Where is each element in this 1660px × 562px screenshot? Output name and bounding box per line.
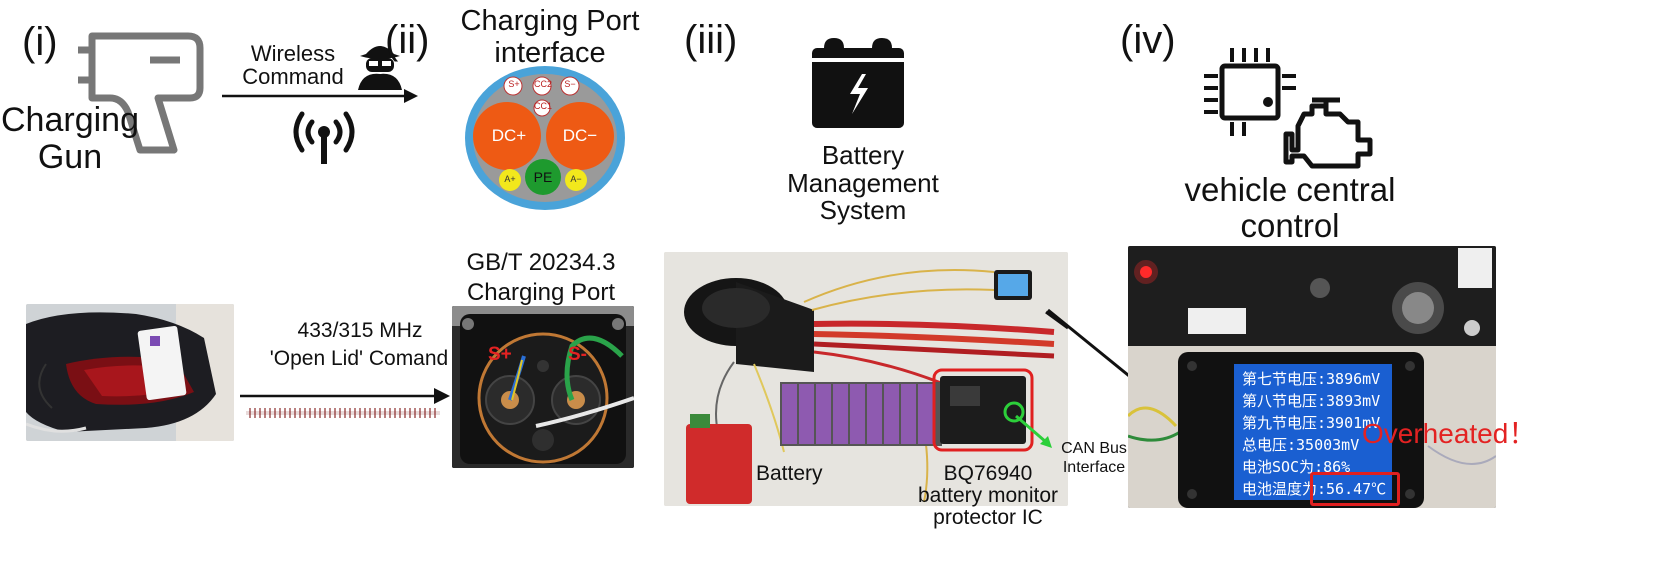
- overheated-label: Overheated！: [1362, 418, 1537, 449]
- open-lid-arrow: [240, 388, 450, 404]
- bms-caption: Battery Management System: [787, 140, 939, 226]
- a-minus-pin: [565, 169, 587, 191]
- lcd-line-1: 第七节电压:3896mV: [1242, 370, 1381, 388]
- can-bus-label-2: Interface: [1062, 459, 1126, 476]
- a-plus-pin: [499, 169, 521, 191]
- hacker-icon: [358, 46, 402, 90]
- charging-gun-caption: Charging Gun: [1, 101, 139, 176]
- signal-frequency: 433/315 MHz: [297, 319, 423, 342]
- battery-icon: [812, 38, 904, 128]
- bq-label-3: protector IC: [933, 506, 1043, 529]
- pin-cc1: CC1: [533, 101, 552, 111]
- charging-gun-photo: [26, 304, 234, 441]
- pin-a-minus: A−: [570, 174, 582, 184]
- panel-label-ii: (ii): [385, 18, 430, 62]
- pin-dc-plus: DC+: [491, 126, 527, 145]
- dc-plus-pin: [473, 102, 541, 170]
- rf-waveform: [246, 408, 440, 418]
- lcd-line-4: 总电压:35003mV: [1242, 436, 1360, 454]
- wireless-command-label: Wireless Command: [242, 41, 344, 90]
- chip-engine-icon: [1204, 48, 1373, 169]
- lcd-line-6: 电池温度为:56.47℃: [1242, 480, 1387, 498]
- vehicle-central-control-caption: vehicle central control: [1184, 171, 1396, 244]
- pin-cc2: CC2: [533, 79, 552, 89]
- open-lid-command: 'Open Lid' Comand: [269, 347, 449, 370]
- panel-label-iii: (iii): [684, 18, 738, 62]
- lcd-line-5: 电池SOC为:86%: [1242, 458, 1351, 476]
- charging-gun-icon: [78, 32, 204, 154]
- battery-label: Battery: [756, 462, 823, 485]
- panel-label-iv: (iv): [1120, 18, 1176, 62]
- port-photo-s-minus: S-: [568, 344, 587, 365]
- pin-a-plus: A+: [504, 174, 516, 184]
- bms-setup-photo: [664, 252, 1068, 506]
- antenna-icon: [293, 111, 355, 164]
- dc-minus-pin: [546, 102, 614, 170]
- temperature-highlight-box: [1310, 472, 1400, 506]
- pe-pin: [525, 159, 561, 195]
- pin-s-minus: S−: [564, 79, 576, 89]
- charging-port-interface-title: Charging Port interface: [460, 5, 640, 69]
- pin-dc-minus: DC−: [562, 126, 598, 145]
- vcu-board-photo: [1128, 246, 1496, 508]
- lcd-line-2: 第八节电压:3893mV: [1242, 392, 1381, 410]
- lcd-screen: 第七节电压:3896mV 第八节电压:3893mV 第九节电压:3901mV 总…: [1238, 368, 1388, 500]
- gbt-port-title-1: GB/T 20234.3: [466, 249, 616, 276]
- wireless-command-arrow: [222, 89, 418, 103]
- charging-port-diagram: [465, 66, 625, 210]
- gbt-charging-port-photo: [452, 306, 634, 468]
- gbt-port-title-2: Charging Port: [466, 279, 616, 306]
- panel-label-i: (i): [22, 20, 58, 64]
- pin-pe: PE: [533, 169, 553, 185]
- pin-s-plus: S+: [508, 79, 520, 89]
- lcd-line-3: 第九节电压:3901mV: [1242, 414, 1381, 432]
- bq-label-2: battery monitor: [917, 484, 1059, 507]
- can-bus-label-1: CAN Bus: [1061, 440, 1127, 457]
- port-photo-s-plus: S+: [488, 344, 512, 365]
- bq-label-1: BQ76940: [943, 462, 1033, 485]
